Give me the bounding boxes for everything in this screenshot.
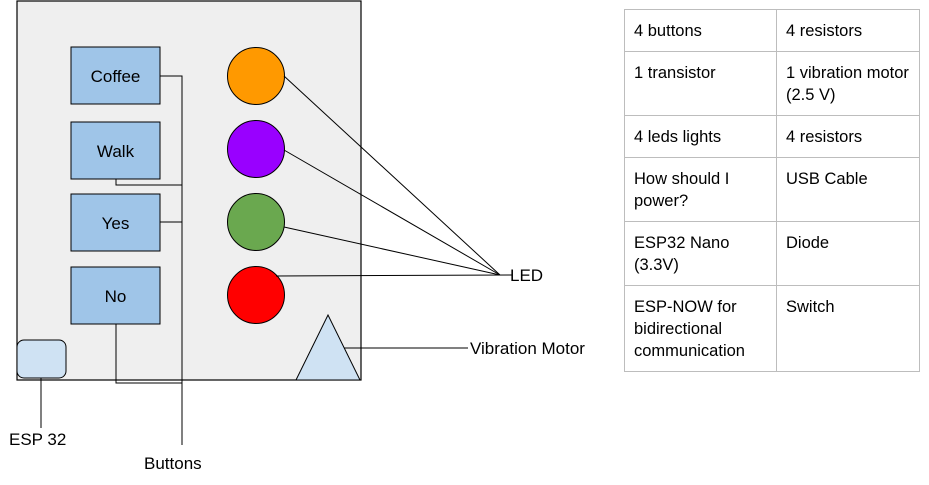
wire-no (115, 324, 182, 384)
led-red (227, 266, 285, 324)
led-leader-orange (283, 75, 501, 276)
parts-cell: USB Cable (776, 157, 920, 222)
parts-row: ESP-NOW for bidirectional communication … (624, 285, 920, 372)
callout-led: LED (510, 266, 543, 285)
enclosure-box (16, 0, 362, 381)
wire-walk (115, 179, 182, 186)
parts-cell: 4 resistors (776, 9, 920, 52)
button-no: No (70, 266, 161, 325)
led-purple (227, 120, 285, 178)
callout-esp32: ESP 32 (9, 430, 66, 449)
parts-cell: ESP-NOW for bidirectional communication (624, 285, 777, 372)
led-leader-red (275, 274, 513, 277)
button-walk-box (70, 121, 161, 180)
parts-cell: 1 vibration motor (2.5 V) (776, 51, 920, 116)
callout-buttons: Buttons (144, 454, 202, 473)
button-no-label: No (105, 287, 127, 306)
led-leader-purple (283, 149, 501, 276)
button-walk: Walk (70, 121, 161, 180)
led-orange (227, 47, 285, 105)
led-leader-green (283, 226, 501, 276)
parts-cell: Diode (776, 221, 920, 286)
wire-coffee (160, 75, 183, 445)
led-leader-lines (275, 75, 513, 277)
esp32-module (16, 339, 67, 379)
button-yes: Yes (70, 193, 161, 252)
button-no-box (70, 266, 161, 325)
parts-row: 4 buttons 4 resistors (624, 9, 920, 52)
parts-cell: ESP32 Nano (3.3V) (624, 221, 777, 286)
parts-row: 1 transistor 1 vibration motor (2.5 V) (624, 51, 920, 116)
parts-cell: 4 leds lights (624, 115, 777, 158)
parts-cell: 1 transistor (624, 51, 777, 116)
button-coffee-label: Coffee (91, 67, 141, 86)
parts-cell: How should I power? (624, 157, 777, 222)
button-yes-box (70, 193, 161, 252)
parts-table: 4 buttons 4 resistors 1 transistor 1 vib… (624, 9, 920, 372)
parts-cell: 4 buttons (624, 9, 777, 52)
parts-row: How should I power? USB Cable (624, 157, 920, 222)
led-green (227, 193, 285, 251)
callout-vibration-motor: Vibration Motor (470, 339, 585, 358)
parts-cell: Switch (776, 285, 920, 372)
device-diagram: Coffee Walk Yes No LED Vibration Motor E… (9, 0, 585, 473)
button-walk-label: Walk (97, 142, 135, 161)
button-wiring (115, 75, 183, 445)
button-yes-label: Yes (102, 214, 130, 233)
parts-row: 4 leds lights 4 resistors (624, 115, 920, 158)
parts-cell: 4 resistors (776, 115, 920, 158)
button-coffee-box (70, 46, 161, 105)
button-coffee: Coffee (70, 46, 161, 105)
parts-row: ESP32 Nano (3.3V) Diode (624, 221, 920, 286)
